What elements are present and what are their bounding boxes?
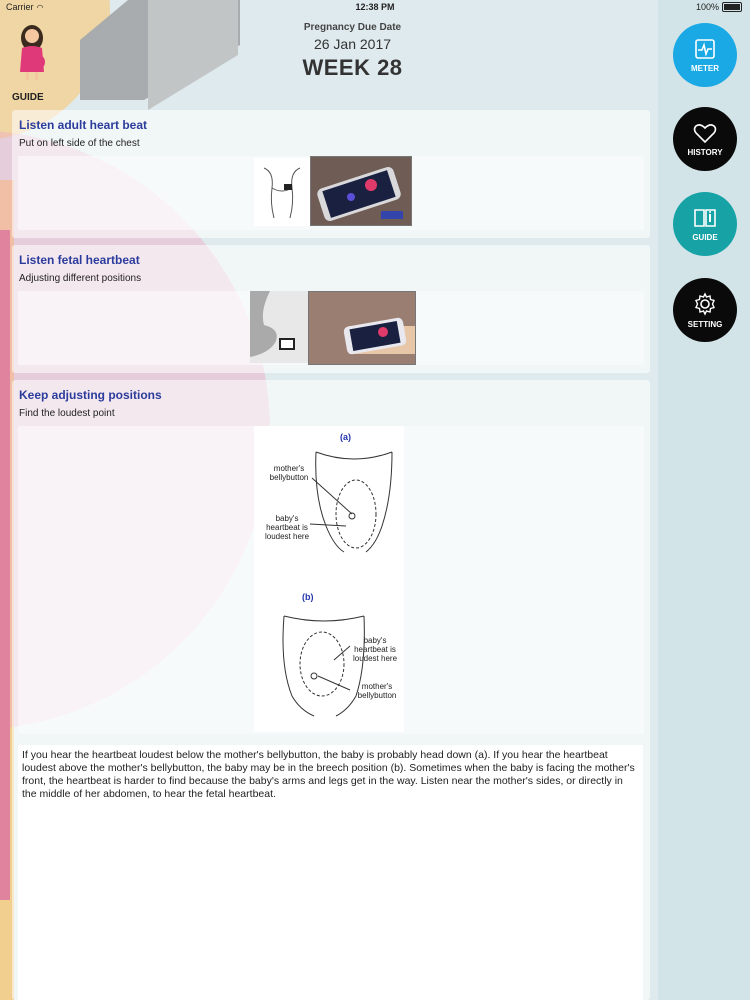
nav-history-label: HISTORY <box>687 147 723 157</box>
card-title: Listen adult heart beat <box>19 118 148 132</box>
guide-card-adult-heartbeat: Listen adult heart beat Put on left side… <box>12 110 650 238</box>
a-heartbeat-label: baby's heartbeat is loudest here <box>264 514 310 541</box>
figure-a-label: (a) <box>340 432 351 442</box>
nav-setting-label: SETTING <box>687 319 723 329</box>
card-image-area: (a) mother's bellybutton baby's heartbea… <box>18 426 644 734</box>
guide-explanation-text: If you hear the heartbeat loudest below … <box>18 745 643 1000</box>
page-title: GUIDE <box>12 92 44 103</box>
chest-sketch-image <box>254 158 310 226</box>
due-date-header: Pregnancy Due Date 26 Jan 2017 WEEK 28 <box>200 22 505 81</box>
b-heartbeat-label: baby's heartbeat is loudest here <box>352 636 398 663</box>
nav-guide-button[interactable]: GUIDE <box>673 192 737 256</box>
status-bar: Carrier◠ 12:38 PM 100% <box>0 0 750 14</box>
heart-icon <box>693 123 717 143</box>
pink-band-decoration <box>0 230 10 900</box>
belly-sketch-image <box>250 291 308 363</box>
card-image-area <box>18 291 644 365</box>
nav-guide-label: GUIDE <box>692 232 718 242</box>
card-image-area <box>18 156 644 230</box>
adult-heartbeat-photo <box>310 156 412 226</box>
card-subtitle: Adjusting different positions <box>19 273 142 284</box>
belly-position-diagram: (a) mother's bellybutton baby's heartbea… <box>254 426 404 732</box>
pulse-monitor-icon <box>695 38 715 59</box>
battery-status: 100% <box>696 2 742 12</box>
week-number: WEEK 28 <box>302 55 403 80</box>
carrier-label: Carrier◠ <box>6 2 44 12</box>
nav-setting-button[interactable]: SETTING <box>673 278 737 342</box>
a-bellybutton-label: mother's bellybutton <box>269 464 309 482</box>
card-title: Keep adjusting positions <box>19 388 162 402</box>
guide-card-fetal-heartbeat: Listen fetal heartbeat Adjusting differe… <box>12 245 650 373</box>
figure-b-label: (b) <box>302 592 314 602</box>
due-date-value: 26 Jan 2017 <box>313 36 392 52</box>
status-time: 12:38 PM <box>355 2 395 12</box>
gear-icon <box>695 291 715 316</box>
card-subtitle: Find the loudest point <box>19 408 115 419</box>
nav-meter-button[interactable]: METER <box>673 23 737 87</box>
card-title: Listen fetal heartbeat <box>19 253 140 267</box>
book-icon <box>694 208 716 227</box>
nav-meter-label: METER <box>691 63 719 73</box>
nav-history-button[interactable]: HISTORY <box>673 107 737 171</box>
b-bellybutton-label: mother's bellybutton <box>357 682 397 700</box>
battery-icon <box>722 2 742 12</box>
carrier-text: Carrier <box>6 2 34 12</box>
wifi-icon: ◠ <box>36 3 44 12</box>
fetal-heartbeat-photo <box>308 291 416 365</box>
pregnant-woman-logo <box>14 22 50 82</box>
card-subtitle: Put on left side of the chest <box>19 138 140 149</box>
due-date-label: Pregnancy Due Date <box>303 22 402 33</box>
battery-percent: 100% <box>695 2 719 12</box>
